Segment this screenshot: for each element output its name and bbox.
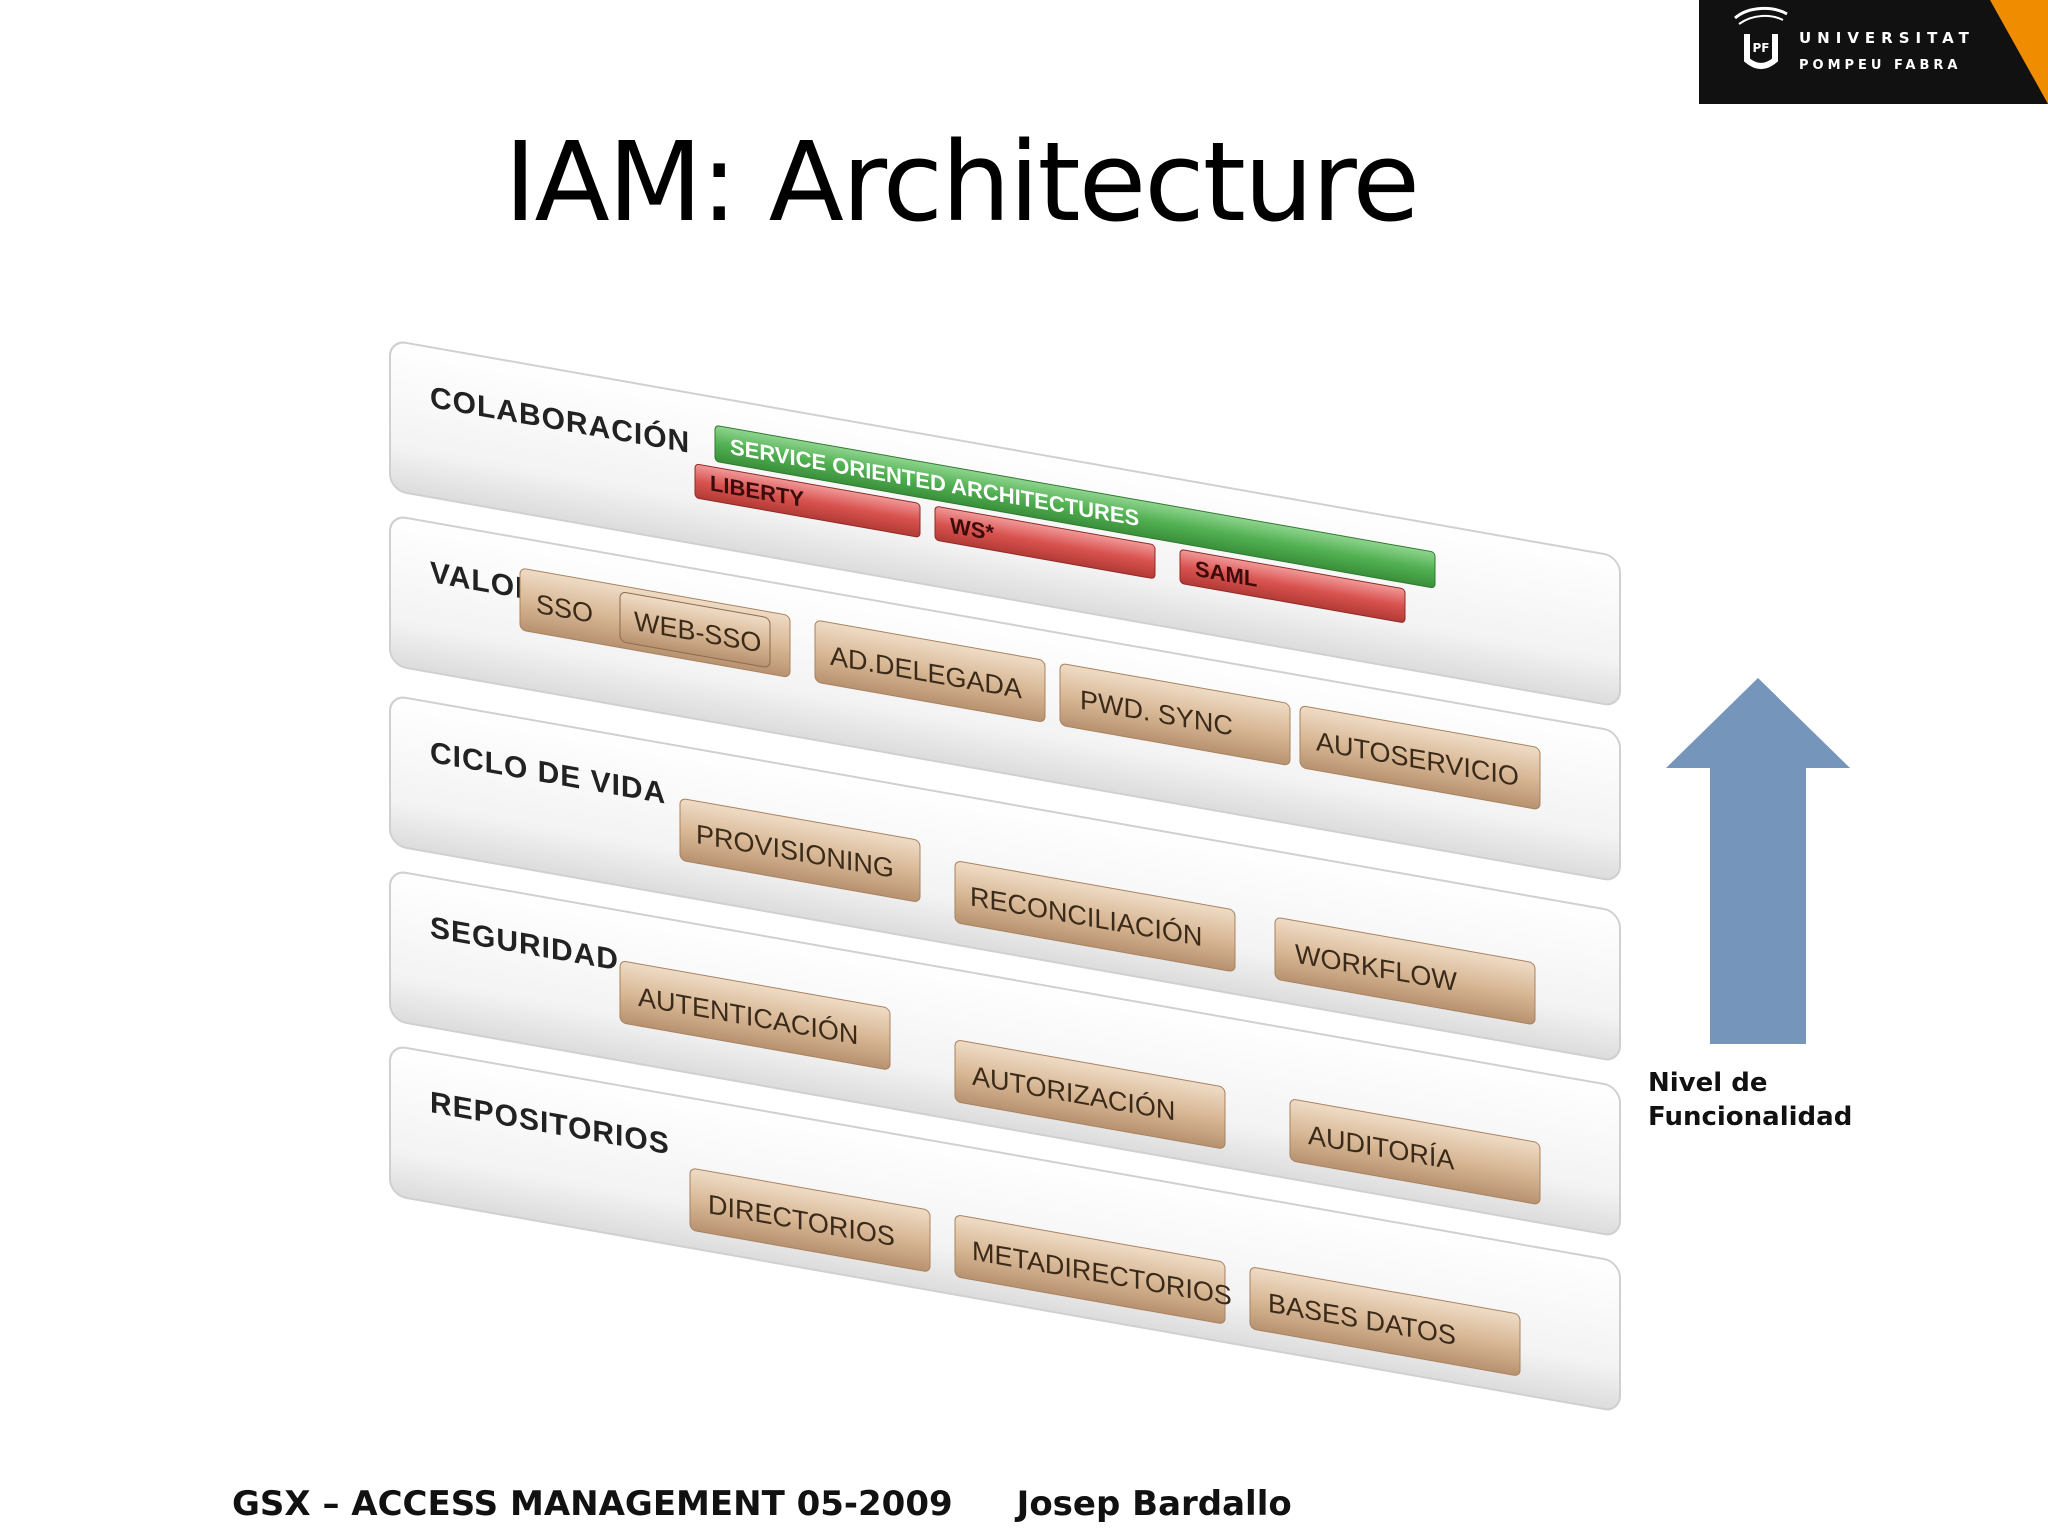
block: BASES DATOS — [1249, 1267, 1521, 1376]
functionality-level-note: Nivel de Funcionalidad — [1648, 1066, 1868, 1134]
layer-valor: VALOR SSO WEB-SSO AD.DELEGADA PWD. SYNC … — [389, 516, 1621, 881]
block: AUDITORÍA — [1289, 1099, 1541, 1205]
logo-accent-corner — [1990, 0, 2048, 104]
layer-seguridad: SEGURIDAD AUTENTICACIÓN AUTORIZACIÓN AUD… — [389, 871, 1621, 1236]
footer: GSX – ACCESS MANAGEMENT 05-2009 Josep Bar… — [232, 1484, 1292, 1524]
ws-bar: WS* — [934, 506, 1156, 579]
upf-logo-icon: PF — [1734, 7, 1788, 69]
layer-ciclo-de-vida: CICLO DE VIDA PROVISIONING RECONCILIACIÓ… — [389, 696, 1621, 1061]
footer-course: GSX – ACCESS MANAGEMENT 05-2009 — [232, 1484, 953, 1524]
footer-author: Josep Bardallo — [1016, 1484, 1292, 1524]
logo-line-1: UNIVERSITAT — [1799, 29, 1975, 47]
block: WORKFLOW — [1274, 917, 1536, 1025]
note-line-2: Funcionalidad — [1648, 1102, 1853, 1132]
logo-line-2: POMPEU FABRA — [1799, 58, 1962, 73]
up-arrow-icon — [1666, 678, 1850, 1044]
block: DIRECTORIOS — [689, 1168, 931, 1272]
block: PWD. SYNC — [1059, 663, 1291, 766]
layer-repositorios: REPOSITORIOS DIRECTORIOS METADIRECTORIOS… — [389, 1046, 1621, 1411]
svg-text:PF: PF — [1753, 41, 1770, 55]
saml-bar: SAML — [1179, 549, 1406, 623]
note-line-1: Nivel de — [1648, 1068, 1768, 1098]
page-title: IAM: Architecture — [504, 118, 1420, 246]
layer-colaboracion: COLABORACIÓN SERVICE ORIENTED ARCHITECTU… — [389, 341, 1621, 706]
university-logo: PF UNIVERSITAT POMPEU FABRA — [1699, 0, 2048, 104]
